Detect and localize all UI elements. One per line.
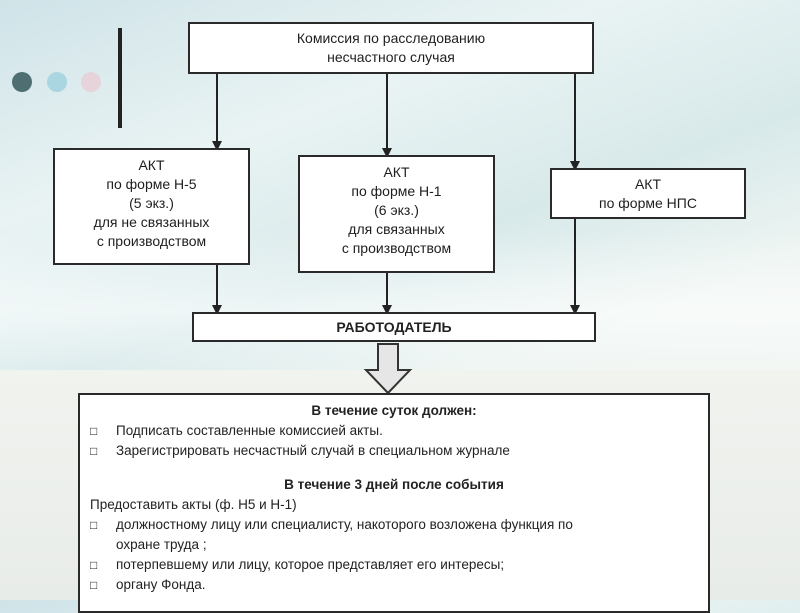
- commission-line1: Комиссия по расследованию: [296, 30, 486, 46]
- block-arrow-employer-to-info: [363, 343, 413, 395]
- act-nps-box: АКТ по форме НПС: [550, 168, 746, 219]
- flow-arrows: [212, 74, 580, 395]
- act-n1-line: (6 экз.): [374, 202, 419, 218]
- act-n5-line: по форме Н-5: [106, 176, 197, 192]
- duty-item: □ Зарегистрировать несчастный случай в с…: [90, 441, 698, 461]
- recipient-text: потерпевшему или лицу, которое представл…: [116, 557, 505, 572]
- recipient-item: □ органу Фонда.: [90, 575, 698, 595]
- recipient-text: охране труда ;: [116, 537, 207, 552]
- act-n5-box: АКТ по форме Н-5 (5 экз.) для не связанн…: [53, 148, 250, 265]
- checkbox-bullet-icon: □: [90, 444, 98, 458]
- employer-label: РАБОТОДАТЕЛЬ: [336, 319, 452, 335]
- provide-acts-intro: Предоставить акты (ф. Н5 и Н-1): [90, 497, 297, 512]
- duties-heading-24h: В течение суток должен:: [311, 403, 477, 418]
- act-n5-line: с производством: [96, 233, 207, 249]
- duty-text: Подписать составленные комиссией акты.: [116, 423, 383, 438]
- recipient-text: органу Фонда.: [116, 577, 206, 592]
- decorative-dot-dark: [12, 72, 32, 92]
- act-nps-line: АКТ: [634, 176, 662, 192]
- duty-item: □ Подписать составленные комиссией акты.: [90, 421, 698, 441]
- recipient-item: □ должностному лицу или специалисту, нак…: [90, 515, 698, 535]
- checkbox-bullet-icon: □: [90, 558, 98, 572]
- checkbox-bullet-icon: □: [90, 578, 98, 592]
- act-n5-line: для не связанных: [93, 214, 210, 230]
- act-n1-line: по форме Н-1: [351, 183, 442, 199]
- recipient-item: □ потерпевшему или лицу, которое предста…: [90, 555, 698, 575]
- decorative-dot-light-blue: [47, 72, 67, 92]
- duties-heading-3days: В течение 3 дней после события: [284, 477, 504, 492]
- decorative-vertical-bar: [118, 28, 122, 128]
- checkbox-bullet-icon: □: [90, 424, 98, 438]
- act-n5-line: (5 экз.): [129, 195, 174, 211]
- act-n1-line: с производством: [341, 240, 452, 256]
- act-n5-line: АКТ: [138, 157, 165, 173]
- recipient-item-continuation: охране труда ;: [90, 535, 698, 555]
- commission-line2: несчастного случая: [327, 49, 455, 65]
- checkbox-bullet-icon: □: [90, 518, 98, 532]
- recipient-text: должностному лицу или специалисту, накот…: [116, 517, 573, 532]
- act-n1-box: АКТ по форме Н-1 (6 экз.) для связанных …: [298, 155, 495, 273]
- duty-text: Зарегистрировать несчастный случай в спе…: [116, 443, 510, 458]
- commission-box: Комиссия по расследованию несчастного сл…: [188, 22, 594, 74]
- act-n1-line: АКТ: [383, 164, 410, 180]
- employer-duties-box: В течение суток должен: □ Подписать сост…: [78, 393, 710, 613]
- decorative-dot-pink: [81, 72, 101, 92]
- act-n1-line: для связанных: [348, 221, 445, 237]
- act-nps-line: по форме НПС: [599, 195, 697, 211]
- employer-box: РАБОТОДАТЕЛЬ: [192, 312, 596, 342]
